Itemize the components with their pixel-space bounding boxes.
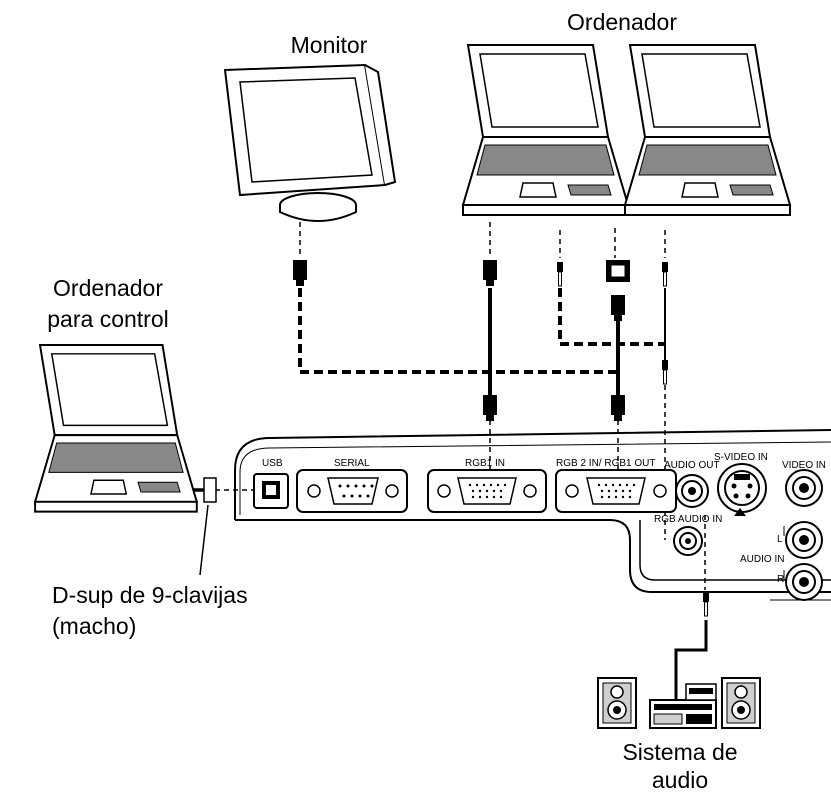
caption-control-line1: Ordenador — [53, 275, 163, 301]
caption-dsub-line2: (macho) — [52, 613, 136, 639]
label-rgb2-in-rgb1-out: RGB 2 IN/ RGB1 OUT — [556, 458, 655, 469]
audio-system — [597, 677, 761, 729]
label-usb: USB — [262, 458, 283, 469]
label-l: L — [777, 534, 783, 545]
caption-control-line2: para control — [47, 306, 168, 332]
terminal-panel — [234, 429, 831, 601]
caption-audio-line1: Sistema de — [622, 739, 737, 765]
label-rgb1-in: RGB1 IN — [465, 458, 505, 469]
monitor — [223, 63, 397, 222]
laptop-control — [34, 344, 198, 513]
label-serial: SERIAL — [334, 458, 370, 469]
label-audio-out: AUDIO OUT — [664, 460, 720, 471]
label-video-in: VIDEO IN — [782, 460, 826, 471]
label-audio-in: AUDIO IN — [740, 554, 784, 565]
caption-ordenador: Ordenador — [567, 9, 677, 35]
laptop-ordenador-2 — [624, 44, 791, 216]
caption-dsub-line1: D-sup de 9-clavijas — [52, 582, 248, 608]
plugs — [203, 260, 710, 617]
caption-audio-line2: audio — [652, 767, 708, 793]
captions: Monitor Ordenador Ordenador para control… — [47, 9, 737, 793]
label-r: R — [777, 574, 784, 585]
caption-monitor: Monitor — [291, 32, 368, 58]
label-rgb-audio-in: RGB AUDIO IN — [654, 514, 722, 525]
laptop-ordenador-1 — [462, 44, 629, 216]
label-svideo-in: S-VIDEO IN — [714, 452, 768, 463]
panel-labels: USB SERIAL RGB1 IN RGB 2 IN/ RGB1 OUT AU… — [262, 452, 826, 585]
